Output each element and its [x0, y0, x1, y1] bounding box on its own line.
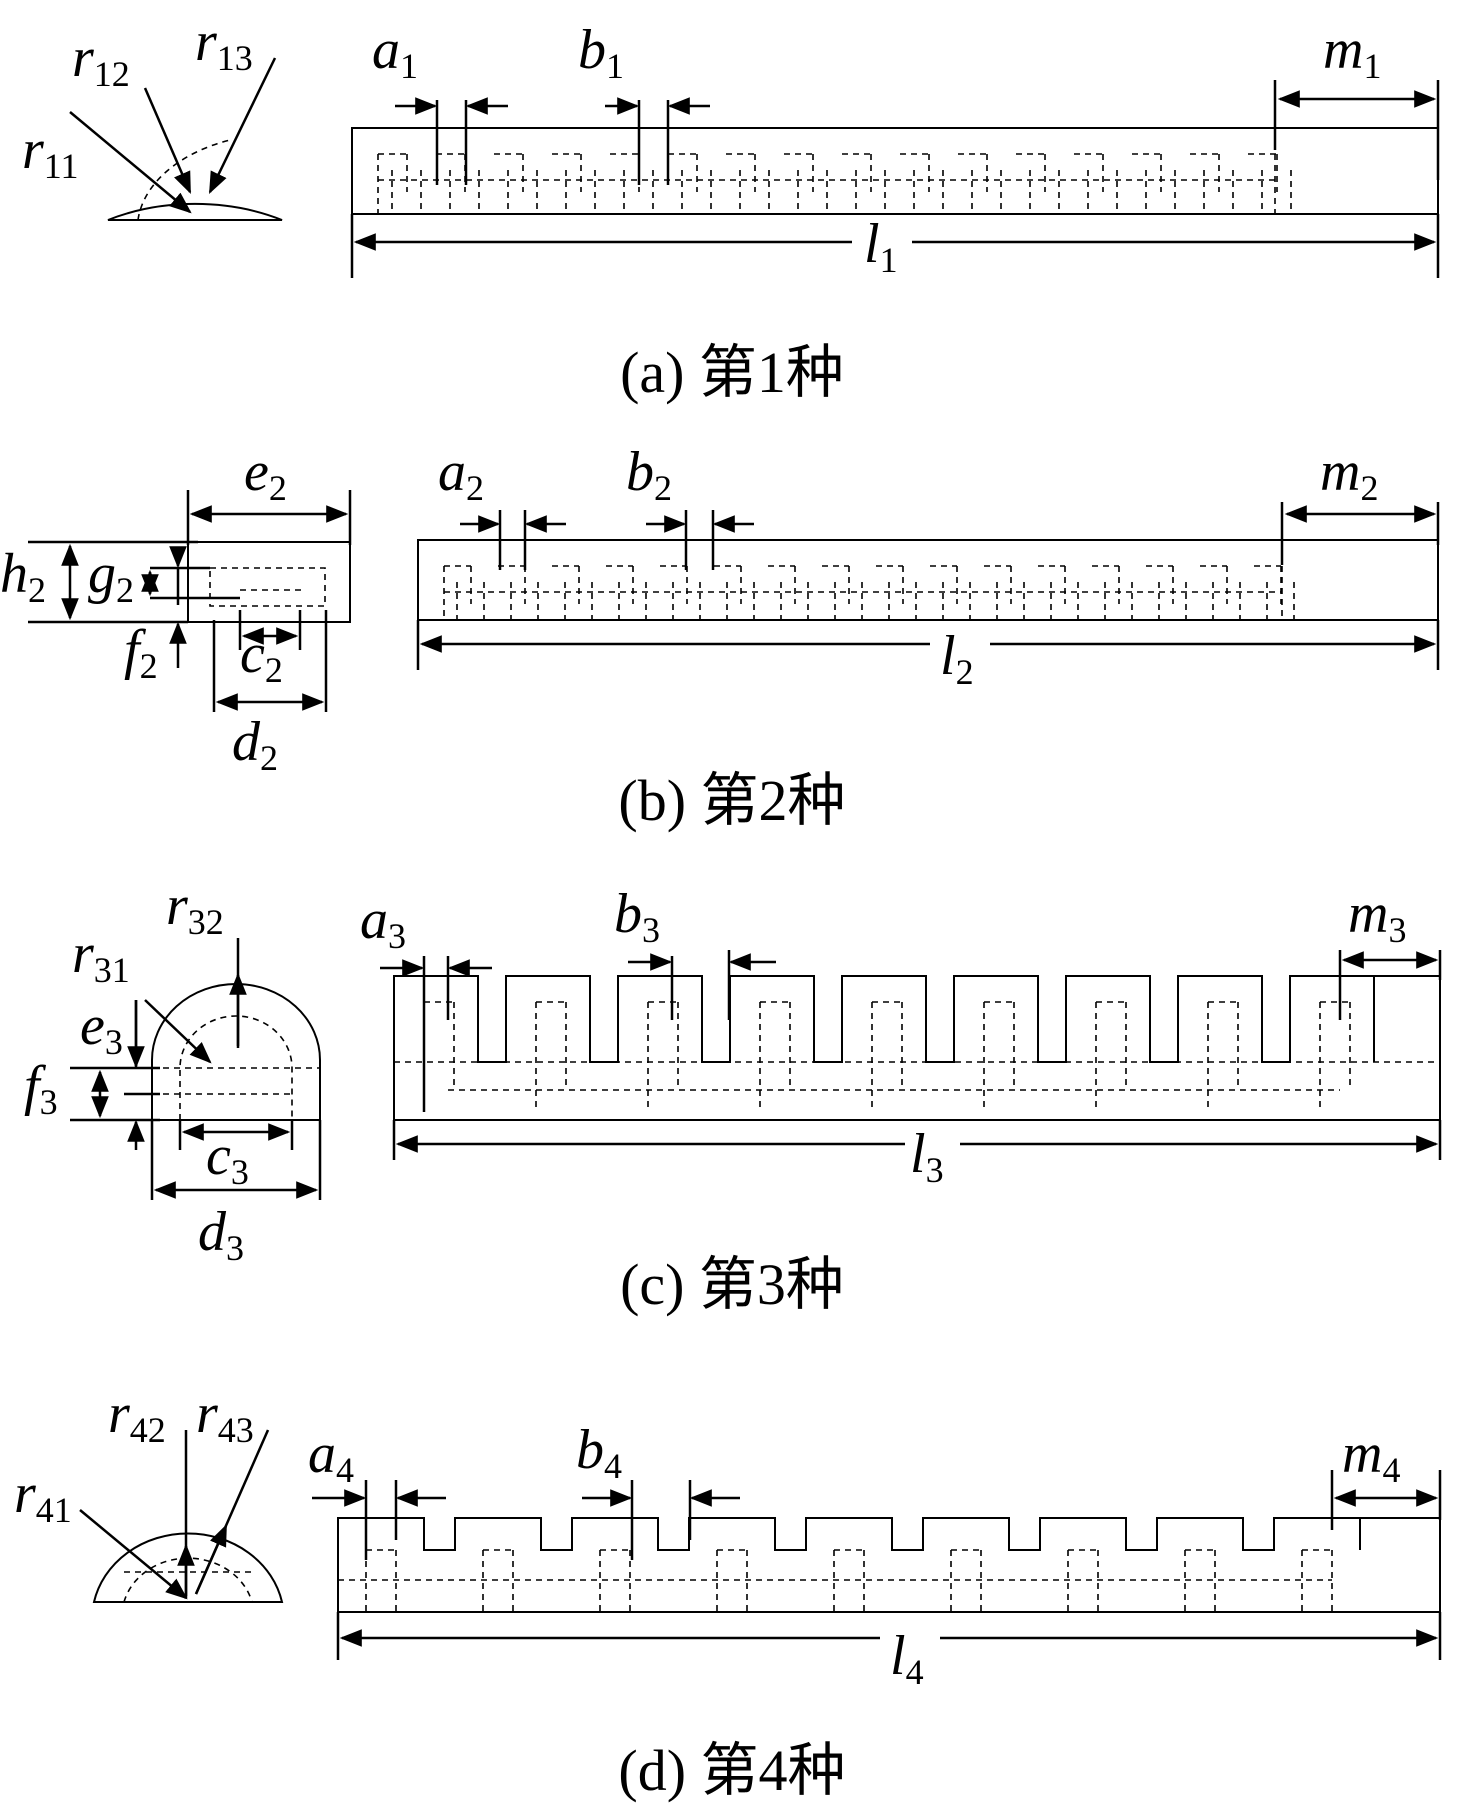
- r13-leader: [208, 57, 277, 194]
- label-b3: b3: [614, 883, 660, 950]
- label-m2: m2: [1320, 441, 1378, 508]
- caption-d: (d) 第4种: [618, 1738, 845, 1803]
- label-l4: l4: [890, 1625, 924, 1692]
- body-c: [393, 975, 1441, 1121]
- label-l1: l1: [864, 213, 898, 280]
- label-h2: h2: [0, 543, 46, 610]
- dims-b-section: [28, 490, 352, 712]
- dashed-slots-c: [394, 1001, 1440, 1112]
- label-a4: a4: [308, 1423, 354, 1490]
- label-a1: a1: [372, 19, 418, 86]
- label-r12: r12: [72, 27, 130, 94]
- label-c2: c2: [240, 623, 283, 690]
- cross-section-a: [69, 57, 283, 221]
- label-d3: d3: [198, 1201, 244, 1268]
- label-m3: m3: [1348, 883, 1406, 950]
- r41-leader: [79, 1509, 188, 1600]
- caption-c: (c) 第3种: [620, 1252, 844, 1317]
- label-b2: b2: [626, 441, 672, 508]
- r11-leader: [69, 111, 192, 214]
- figure-d: r42 r43 r41 a4 b4 m4 l4 (d) 第4种: [14, 1383, 1442, 1803]
- caption-a: (a) 第1种: [620, 340, 844, 405]
- caption-b: (b) 第2种: [618, 768, 845, 833]
- dims-a: [350, 80, 1440, 278]
- label-r32: r32: [166, 875, 224, 942]
- cross-section-b: [187, 541, 351, 623]
- label-m1: m1: [1323, 19, 1381, 86]
- dims-c: [380, 950, 1442, 1160]
- label-c3: c3: [206, 1125, 249, 1192]
- label-l2: l2: [940, 625, 974, 692]
- figure-a: r11 r12 r13 a1 b1 m1 l1: [22, 11, 1440, 405]
- r12-leader: [143, 87, 192, 195]
- label-m4: m4: [1342, 1423, 1400, 1490]
- label-e2: e2: [244, 441, 287, 508]
- dashed-slots-a: [377, 153, 1292, 214]
- label-a2: a2: [438, 441, 484, 508]
- r43-leader: [194, 1523, 228, 1595]
- dims-d: [312, 1470, 1442, 1660]
- dashed-slots-b: [443, 565, 1295, 620]
- label-b4: b4: [576, 1419, 622, 1486]
- dashed-slots-d: [338, 1549, 1333, 1612]
- label-f2: f2: [124, 619, 158, 686]
- body-b: [417, 539, 1439, 621]
- body-d: [337, 1517, 1441, 1613]
- label-a3: a3: [360, 889, 406, 956]
- label-d2: d2: [232, 711, 278, 778]
- figure-b: e2 h2 g2 f2 c2 d2 a2 b2 m2: [0, 441, 1440, 833]
- cross-section-c: [144, 938, 321, 1121]
- label-f3: f3: [24, 1055, 58, 1122]
- label-r31: r31: [72, 923, 130, 990]
- cross-section-d: [79, 1429, 284, 1603]
- dims-c-section: [70, 1000, 322, 1200]
- label-r43: r43: [196, 1383, 254, 1450]
- label-b1: b1: [578, 19, 624, 86]
- label-e3: e3: [80, 995, 123, 1062]
- figure-c: r32 r31 e3 f3 c3 d3 a3 b3 m3: [24, 875, 1442, 1317]
- label-r42: r42: [108, 1383, 166, 1450]
- label-l3: l3: [910, 1123, 944, 1190]
- r31-leader: [144, 999, 212, 1064]
- label-r11: r11: [22, 119, 78, 186]
- label-r13: r13: [195, 11, 253, 78]
- dims-b: [416, 502, 1440, 670]
- label-g2: g2: [88, 543, 134, 610]
- label-r41: r41: [14, 1463, 72, 1530]
